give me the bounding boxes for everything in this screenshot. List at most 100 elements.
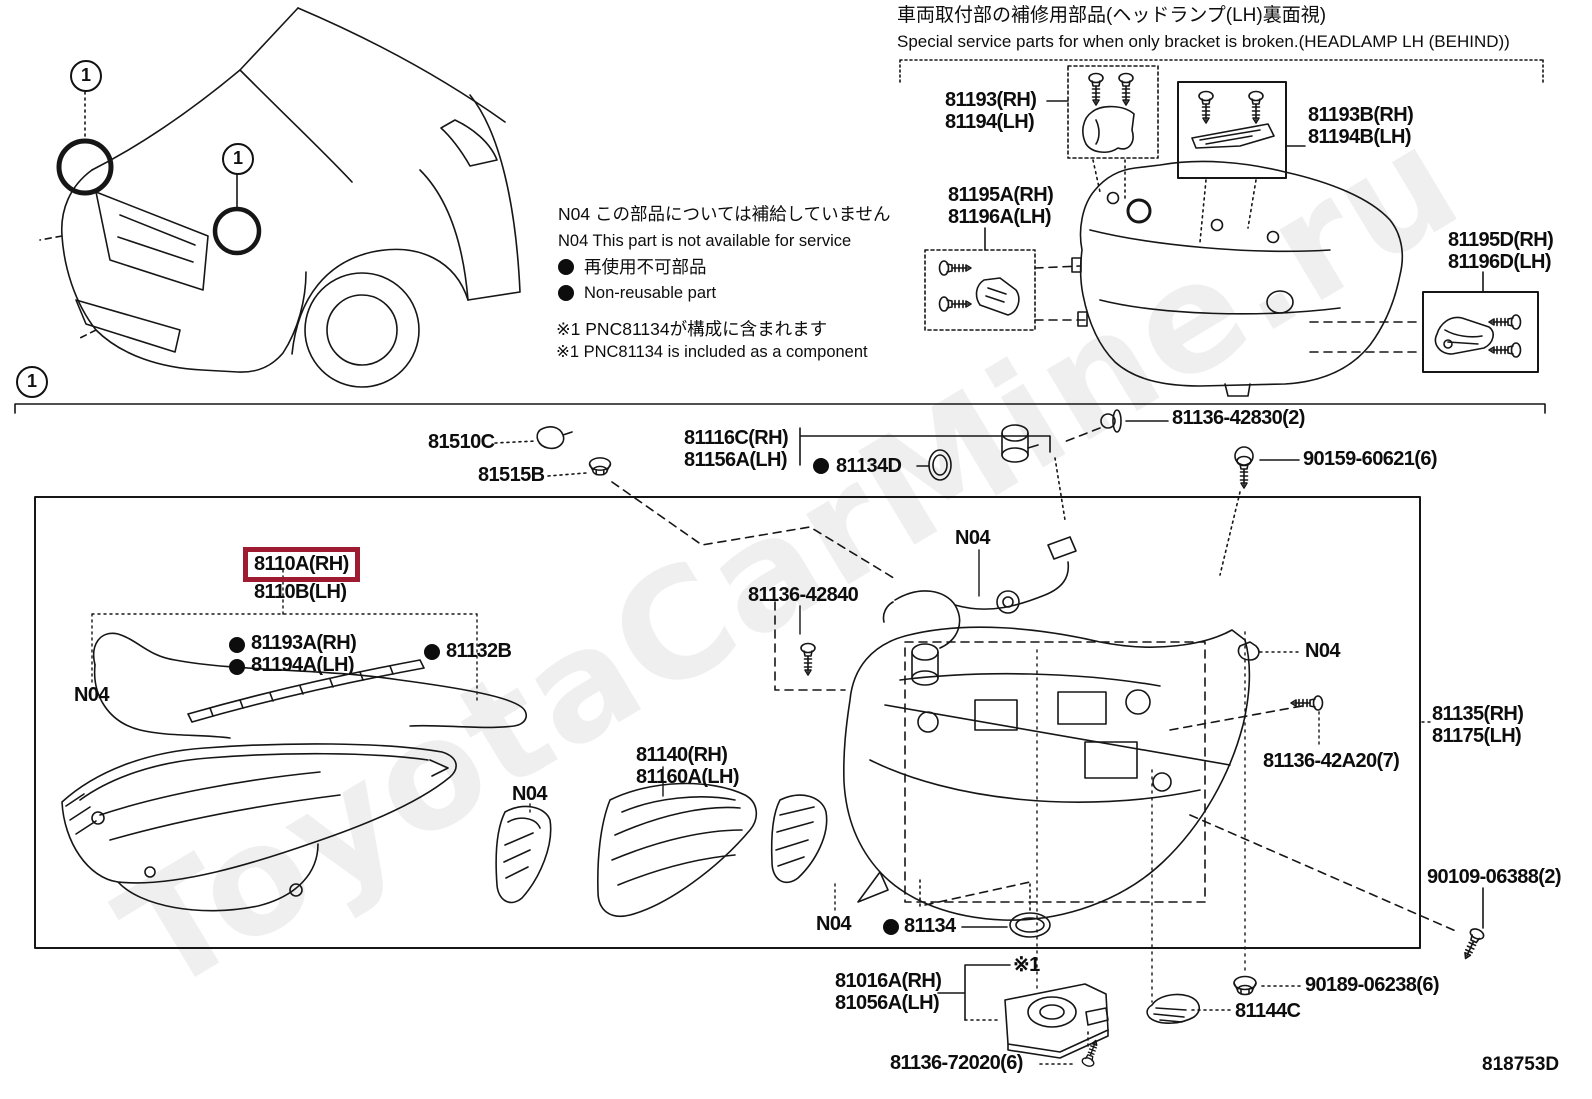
ref1-marker: ※1 [1013, 954, 1040, 976]
headlamp-unit-front [61, 632, 527, 912]
note-nonreusable-en: Non-reusable part [584, 284, 717, 302]
oring-81134 [919, 879, 1051, 938]
note-n04-en: N04 This part is not available for servi… [558, 232, 852, 250]
part-label-8110B[interactable]: 8110B(LH) [254, 581, 347, 603]
part-label-81016A[interactable]: 81016A(RH) 81056A(LH) [835, 970, 942, 1014]
nut-90189 [1233, 975, 1257, 996]
diagram-code: 818753D [1482, 1054, 1560, 1075]
part-label-81134[interactable]: 81134 [904, 915, 956, 937]
part-8110A-rh: 8110A(RH) [254, 553, 349, 575]
part-81160A-lh: 81160A(LH) [636, 766, 740, 788]
part-81193-rh: 81193(RH) [945, 89, 1037, 111]
nut-81515B [588, 457, 612, 476]
headlamp-rear-view [1079, 160, 1404, 397]
non-reusable-dot-icon [558, 259, 574, 275]
non-reusable-dot-icon [883, 919, 899, 935]
n04-label-left: N04 [74, 684, 109, 706]
note-ref1-en: ※1 PNC81134 is included as a component [556, 343, 868, 361]
part-label-90159-60621[interactable]: 90159-60621(6) [1303, 448, 1438, 470]
part-label-81193[interactable]: 81193(RH) 81194(LH) [945, 89, 1037, 133]
part-81194A-lh: 81194A(LH) [251, 654, 355, 676]
part-81140-rh: 81140(RH) [636, 744, 728, 766]
screw-81136-42840 [800, 642, 816, 676]
ecu-81016A [937, 964, 1109, 1059]
socket-81116C [1001, 424, 1039, 463]
part-label-81195D[interactable]: 81195D(RH) 81196D(LH) [1448, 229, 1554, 273]
part-81194B-lh: 81194B(LH) [1308, 126, 1412, 148]
non-reusable-dot-icon [229, 637, 245, 653]
callout-circle-1-a: 1 [70, 60, 102, 92]
part-label-90109-06388[interactable]: 90109-06388(2) [1427, 866, 1562, 888]
n04-label-harness: N04 [955, 527, 990, 549]
part-label-81515B[interactable]: 81515B [478, 464, 545, 486]
part-81175-lh: 81175(LH) [1432, 725, 1522, 747]
non-reusable-dot-icon [424, 644, 440, 660]
part-label-81144C[interactable]: 81144C [1235, 1000, 1301, 1022]
part-81135-rh: 81135(RH) [1432, 703, 1524, 725]
part-81193B-rh: 81193B(RH) [1308, 104, 1414, 126]
part-label-81195A[interactable]: 81195A(RH) 81196A(LH) [948, 184, 1054, 228]
part-label-81193B[interactable]: 81193B(RH) 81194B(LH) [1308, 104, 1414, 148]
non-reusable-dot-icon [229, 659, 245, 675]
label-connectors [91, 549, 1432, 1003]
section-divider-line [14, 403, 1546, 414]
bracket-box-81193B [1177, 81, 1287, 179]
bezel-81140 [597, 782, 758, 917]
part-label-90189-06238[interactable]: 90189-06238(6) [1305, 974, 1440, 996]
bracket-box-81195D [1422, 291, 1539, 373]
non-reusable-dot-icon [558, 285, 574, 301]
screw-81136-72020 [1080, 1037, 1103, 1069]
part-label-81510C[interactable]: 81510C [428, 431, 495, 453]
part-81156A-lh: 81156A(LH) [684, 449, 788, 471]
part-81196A-lh: 81196A(LH) [948, 206, 1052, 228]
screw-90109 [1458, 926, 1487, 963]
bezel-n04-bottom [770, 794, 828, 884]
part-label-81132B[interactable]: 81132B [446, 640, 512, 662]
headlamp-housing-rear [843, 626, 1251, 921]
callout-circle-1-b: 1 [222, 143, 254, 175]
clip-box-81195A [924, 249, 1036, 331]
upper-fastener-row [494, 409, 1300, 581]
clip-n04-right [1237, 641, 1260, 661]
part-label-81136-42840[interactable]: 81136-42840 [748, 584, 859, 606]
part-81056A-lh: 81056A(LH) [835, 992, 940, 1014]
part-81116C-rh: 81116C(RH) [684, 427, 789, 449]
part-label-81116C[interactable]: 81116C(RH) 81156A(LH) [684, 427, 789, 471]
note-n04-jp: N04 この部品については補給していません [558, 204, 891, 224]
highlighted-part-8110A[interactable]: 8110A(RH) [243, 547, 360, 582]
note-nonreusable-jp: 再使用不可部品 [584, 257, 707, 277]
clip-81510C [536, 426, 573, 450]
main-assembly-frame [34, 496, 1421, 949]
part-label-81134D[interactable]: 81134D [836, 455, 902, 477]
note-ref1-jp: ※1 PNC81134が構成に含まれます [556, 319, 828, 339]
n04-label-mid: N04 [512, 783, 547, 805]
part-label-81136-72020[interactable]: 81136-72020(6) [890, 1052, 1023, 1074]
part-81196D-lh: 81196D(LH) [1448, 251, 1552, 273]
oring-81134D [928, 449, 952, 481]
part-81016A-rh: 81016A(RH) [835, 970, 942, 992]
car-front-sketch [39, 7, 521, 388]
part-81195A-rh: 81195A(RH) [948, 184, 1054, 206]
part-81195D-rh: 81195D(RH) [1448, 229, 1554, 251]
bracket-81144C [1146, 993, 1232, 1024]
headlamp-callout-rings [56, 91, 262, 256]
part-81193A-rh: 81193A(RH) [251, 632, 357, 654]
special-section-title-jp: 車両取付部の補修用部品(ヘッドランプ(LH)裏面視) [897, 5, 1327, 26]
grommet-81136-42830 [1100, 409, 1122, 433]
part-label-81136-42A20[interactable]: 81136-42A20(7) [1263, 750, 1400, 772]
part-label-81193A[interactable]: 81193A(RH) 81194A(LH) [251, 632, 357, 676]
part-label-81140[interactable]: 81140(RH) 81160A(LH) [636, 744, 740, 788]
non-reusable-dot-icon [813, 458, 829, 474]
part-81194-lh: 81194(LH) [945, 111, 1035, 133]
n04-label-right: N04 [1305, 640, 1340, 662]
special-service-section [899, 59, 1544, 397]
n04-label-bottom: N04 [816, 913, 851, 935]
part-label-81136-42830[interactable]: 81136-42830(2) [1172, 407, 1305, 429]
callout-circle-1-section: 1 [16, 366, 48, 398]
part-label-81135[interactable]: 81135(RH) 81175(LH) [1432, 703, 1524, 747]
bracket-box-81193 [1067, 65, 1159, 159]
wiring-harness [882, 536, 1077, 686]
special-section-title-en: Special service parts for when only brac… [897, 32, 1510, 51]
